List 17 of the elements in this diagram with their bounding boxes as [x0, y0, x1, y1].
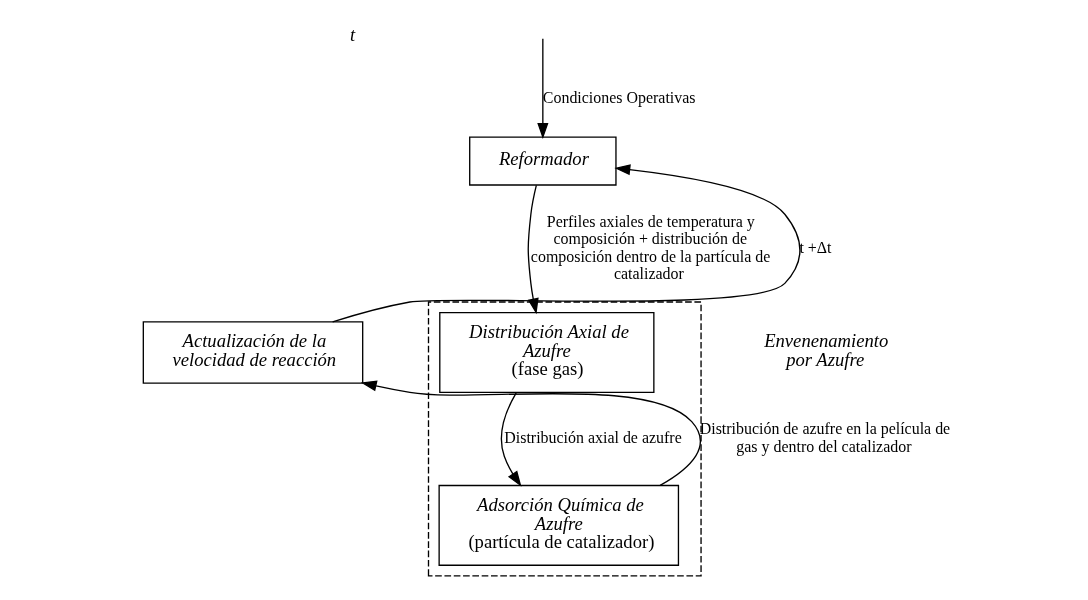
edge-label: Perfiles axiales de temperatura y composición + distribución de composición dentro de la partícula de catalizador — [530, 213, 770, 282]
arrow — [527, 184, 539, 315]
arrow — [331, 164, 801, 323]
node-box: Distribución Axial de Azufre (fase gas) — [438, 311, 654, 394]
edge-label: Distribución axial de azufre — [503, 429, 682, 447]
node-box: Adsorción Química de Azufre (partícula de catalizador) — [437, 484, 679, 566]
cluster — [427, 301, 702, 577]
edge-label: Distribución de azufre en la película de gas y dentro del catalizador — [699, 420, 950, 455]
node-box: Reformador — [468, 136, 617, 186]
label: t — [349, 24, 355, 46]
node-box: Actualización de la velocidad de reacción — [142, 321, 363, 384]
node-label: Envenenamiento por Azufre — [763, 330, 888, 371]
arrow — [536, 38, 548, 140]
arrow — [500, 392, 522, 487]
edge-label: t +Δt — [798, 238, 832, 256]
edge-label: Condiciones Operativas — [542, 89, 696, 107]
arrow — [360, 380, 701, 486]
